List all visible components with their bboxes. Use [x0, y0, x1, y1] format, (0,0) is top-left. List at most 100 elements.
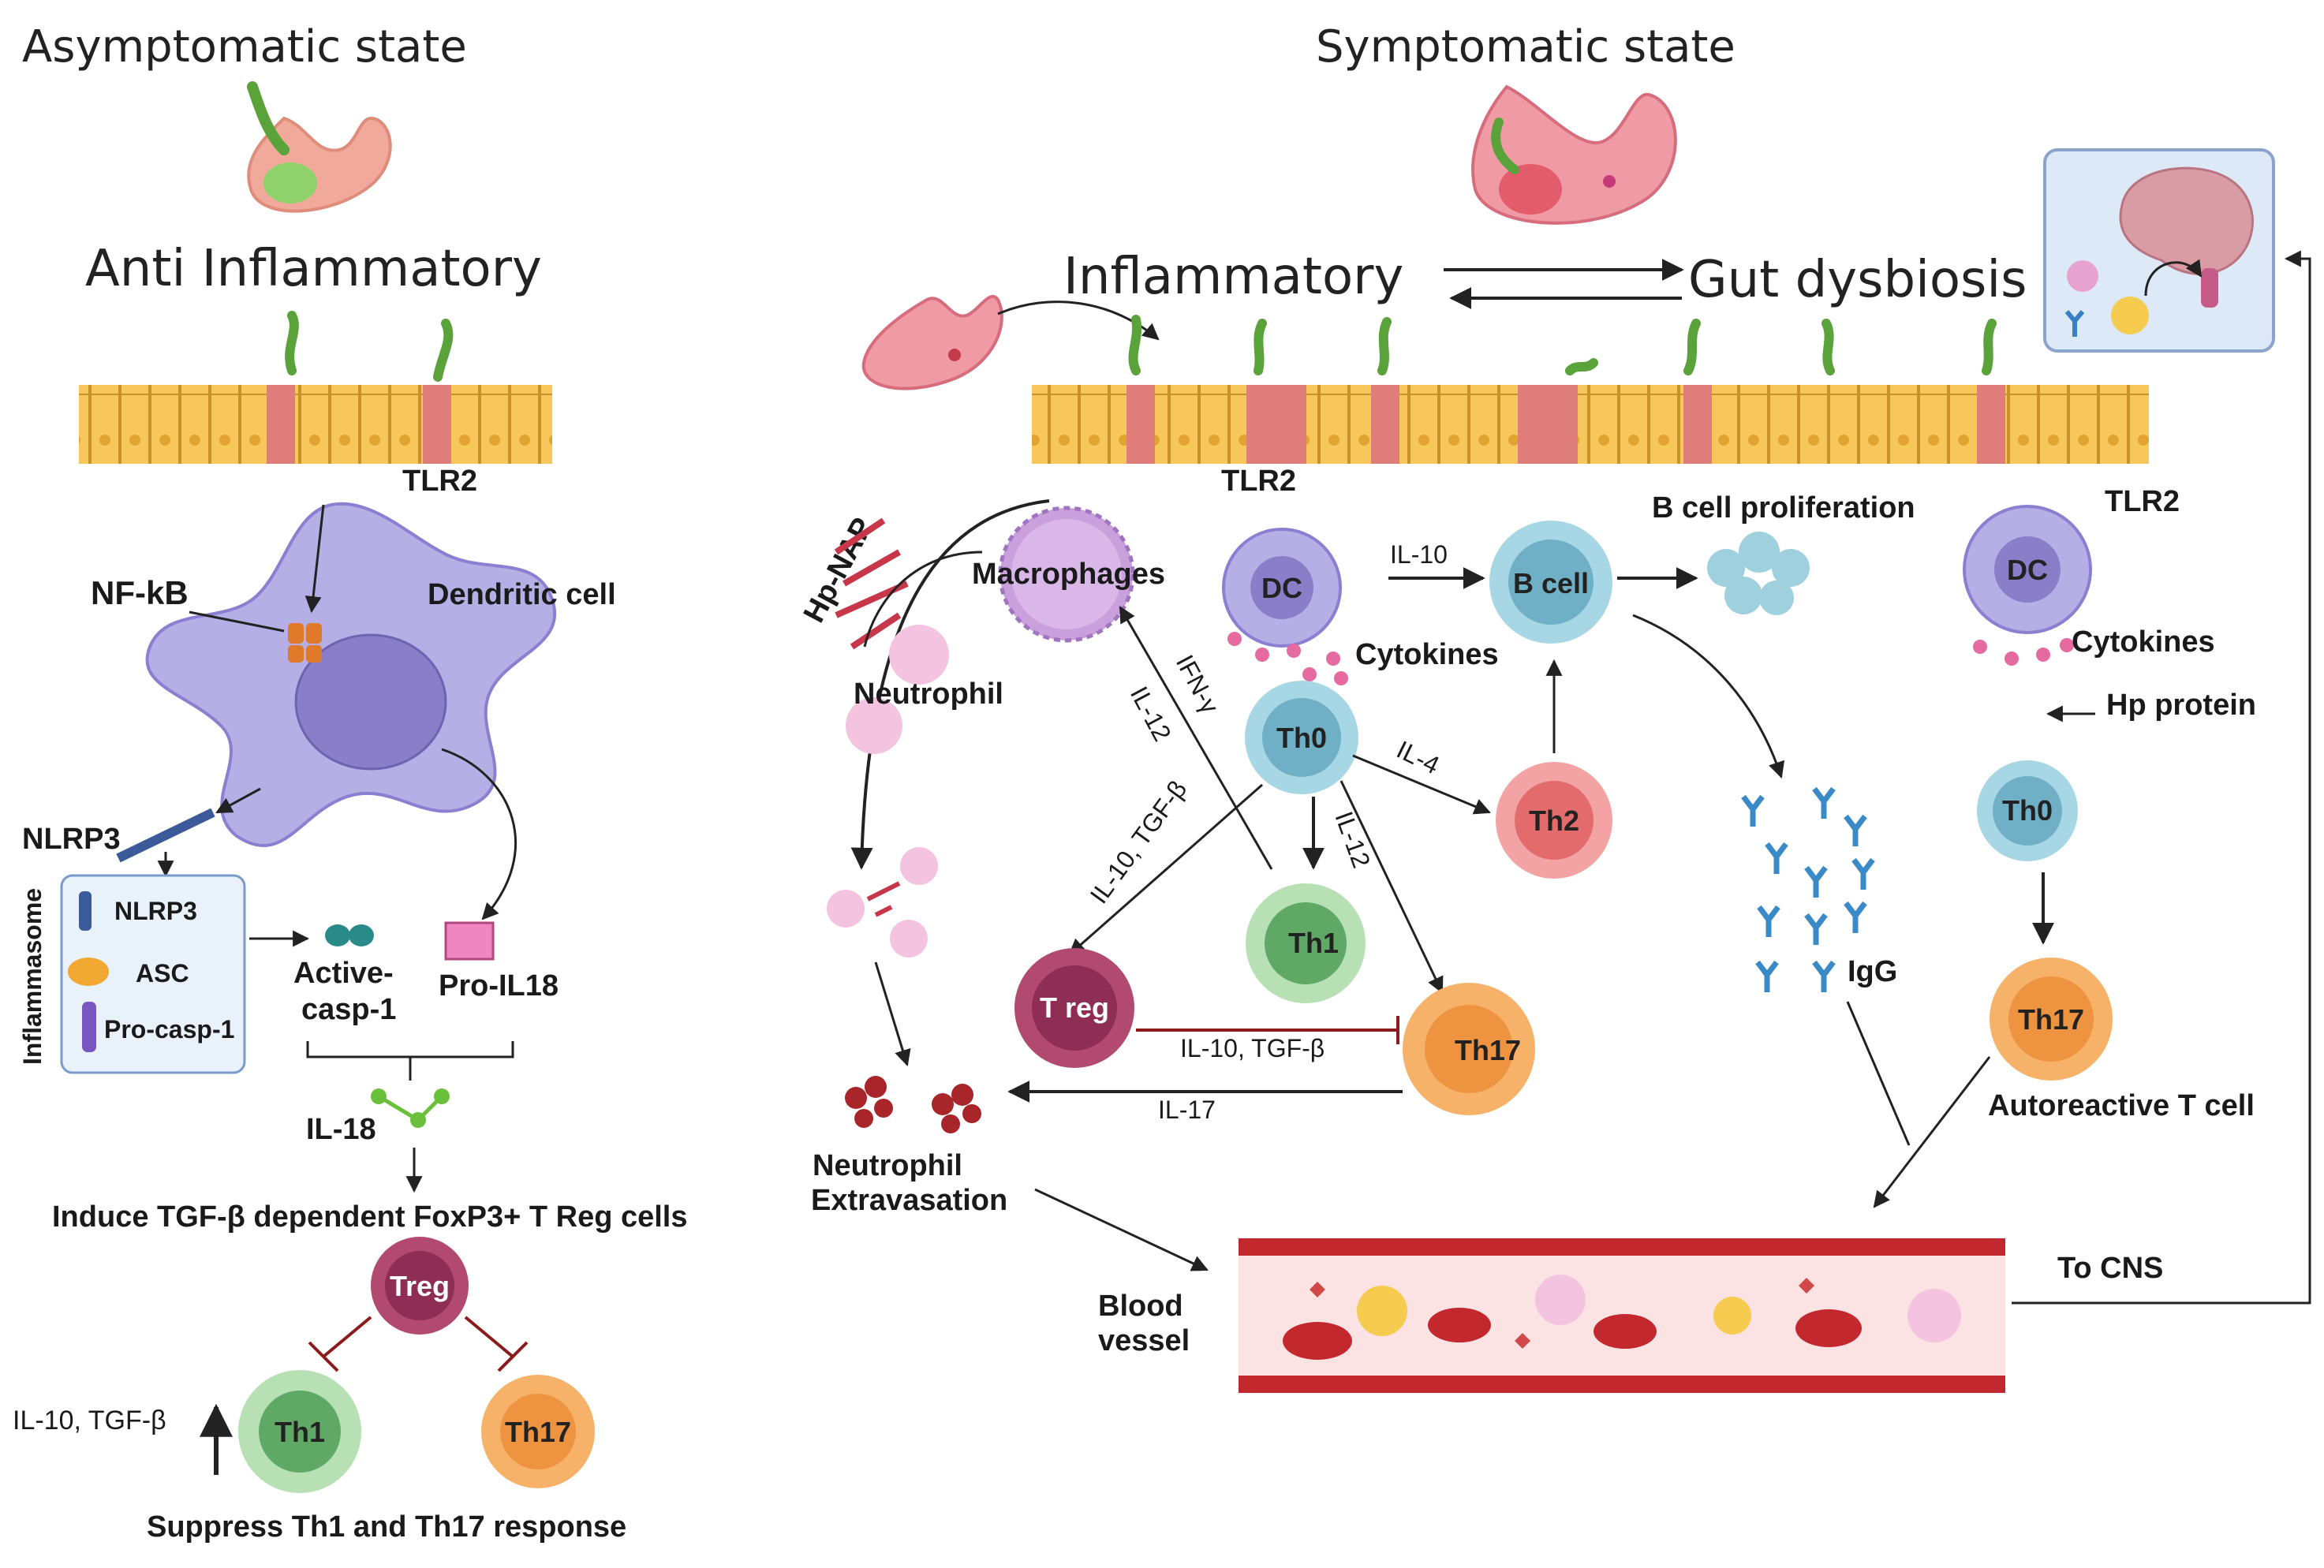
nlrp3-icon	[116, 808, 215, 863]
pro-il18-icon	[444, 921, 495, 961]
to-cns-label: To CNS	[2057, 1252, 2163, 1285]
th17-label-right: Th17	[1455, 1034, 1521, 1066]
neutrophil-antibody-cluster	[827, 847, 938, 958]
inflammasome-box	[60, 874, 246, 1074]
il18-label: IL-18	[306, 1113, 376, 1146]
th17-cell-left	[481, 1375, 595, 1488]
treg-label-right: T reg	[1040, 991, 1109, 1024]
igg-line	[1846, 1001, 1911, 1146]
treg-cell-right	[1014, 948, 1134, 1068]
blood-vessel	[1239, 1238, 2005, 1393]
stomach-inflamed-icon	[1471, 84, 1677, 225]
cytokines-label: Cytokines	[1355, 638, 1499, 671]
dendritic-label: Dendritic cell	[428, 578, 616, 611]
th0-to-th17-arrow	[1339, 780, 1444, 994]
active-casp-icon	[325, 924, 374, 946]
th0-cell	[1245, 681, 1358, 794]
stomach-icon	[247, 81, 392, 213]
il10-tgf-label-left: IL-10, TGF-β	[13, 1406, 166, 1435]
neut-ex-label-1: Neutrophil	[813, 1149, 962, 1182]
hp-nap-icon	[834, 517, 909, 650]
il10-label: IL-10	[1390, 540, 1448, 569]
inflammasome-procasp: Pro-casp-1	[104, 1015, 234, 1043]
nucleus-to-proil18-arrow	[441, 748, 517, 920]
extravasation-to-vessel-arrow	[1034, 1188, 1209, 1271]
bcell-prolif-label: B cell proliferation	[1652, 491, 1915, 525]
bcell-label: B cell	[1513, 567, 1589, 599]
extravasation-icon	[845, 1076, 981, 1133]
il18-icon	[371, 1088, 450, 1128]
th0-cell-right	[1977, 760, 2078, 861]
macrophages-label: Macrophages	[972, 558, 1165, 591]
gut-dysbiosis-label: Gut dysbiosis	[1688, 251, 2027, 309]
dendritic-cell-center	[1222, 528, 1342, 648]
th0-to-th2-arrow	[1352, 754, 1491, 815]
cytokine-dots-right	[1973, 638, 2074, 666]
macrophage-cell	[998, 506, 1135, 643]
tlr2-to-nfkb-arrow	[305, 504, 325, 614]
induce-label: Induce TGF-β dependent FoxP3+ T Reg cell…	[52, 1200, 688, 1234]
treg-inhibit-th17	[1136, 1016, 1399, 1044]
bcell-cluster	[1707, 532, 1810, 615]
treg-cell-left	[371, 1237, 469, 1335]
il4-label: IL-4	[1392, 735, 1444, 780]
brain-box	[2043, 148, 2275, 353]
pro-il18-label: Pro-IL18	[439, 969, 559, 1002]
active-casp-label-1: Active-	[293, 957, 394, 990]
blood-label-2: vessel	[1098, 1324, 1190, 1357]
inflammasome-nlrp3: NLRP3	[114, 897, 197, 925]
il17-label: IL-17	[1158, 1096, 1216, 1124]
to-extravasation-arrow	[874, 961, 911, 1067]
hpnap-long-arrow	[850, 499, 1050, 870]
left-subheader: Anti Inflammatory	[85, 240, 542, 298]
nfkb-pointer	[189, 610, 285, 633]
nlrp3-label: NLRP3	[22, 823, 121, 856]
neutrophil-label: Neutrophil	[854, 678, 1003, 711]
macrophage-curve	[863, 551, 983, 648]
tlr2-label-b: TLR2	[2105, 485, 2180, 518]
th1-to-macrophage-arrow	[1119, 606, 1273, 870]
dc-label: DC	[1261, 572, 1302, 604]
bracket	[306, 1041, 514, 1081]
th1-label-left: Th1	[275, 1416, 325, 1448]
to-cns-arrow	[2012, 250, 2311, 1305]
neutrophil-cells	[846, 625, 949, 754]
th1-label-right: Th1	[1288, 927, 1339, 959]
th17-label-left: Th17	[505, 1416, 571, 1448]
nfkb-icon	[288, 623, 322, 663]
il10-tgf-label-b: IL-10, TGF-β	[1180, 1034, 1325, 1062]
suppress-label: Suppress Th1 and Th17 response	[147, 1510, 626, 1544]
hp-protein-label: Hp protein	[2106, 689, 2256, 722]
th0b-label: Th0	[2002, 794, 2053, 827]
th2-cell	[1496, 762, 1612, 879]
inhibit-th17	[464, 1316, 529, 1372]
right-header: Symptomatic state	[1316, 21, 1736, 73]
epithelium-left	[79, 311, 552, 464]
dc2-label: DC	[2007, 554, 2048, 586]
igg-label: IgG	[1848, 955, 1897, 988]
nfkb-label: NF-kB	[91, 574, 189, 611]
neut-ex-label-2: Extravasation	[811, 1184, 1007, 1217]
to-vessel-arrow	[1873, 1056, 1991, 1208]
th1-cell-left	[238, 1370, 361, 1493]
tlr2-label-left: TLR2	[402, 465, 477, 498]
active-casp-label-2: casp-1	[301, 993, 396, 1026]
cytokine-dots	[1227, 632, 1348, 685]
igg-antibodies	[1741, 786, 1875, 992]
th17-cell-autoreactive	[1990, 958, 2113, 1081]
th2-label: Th2	[1529, 805, 1579, 837]
dendritic-cell	[145, 502, 557, 848]
blood-label-1: Blood	[1098, 1290, 1183, 1323]
tlr2-label-a: TLR2	[1221, 465, 1296, 498]
nucleus-to-nlrp3-arrow	[215, 787, 261, 814]
cytokines2-label: Cytokines	[2072, 625, 2215, 659]
inflammasome-asc: ASC	[136, 959, 189, 987]
treg-label-left: Treg	[390, 1270, 450, 1302]
inhibit-th1	[308, 1316, 372, 1372]
inflammatory-label: Inflammatory	[1063, 248, 1403, 306]
th1-cell-right	[1246, 883, 1366, 1003]
small-stomach-icon	[861, 294, 1003, 390]
il10-tgf-label-a: IL-10, TGF-β	[1085, 775, 1193, 909]
epithelium-right	[1032, 315, 2149, 464]
